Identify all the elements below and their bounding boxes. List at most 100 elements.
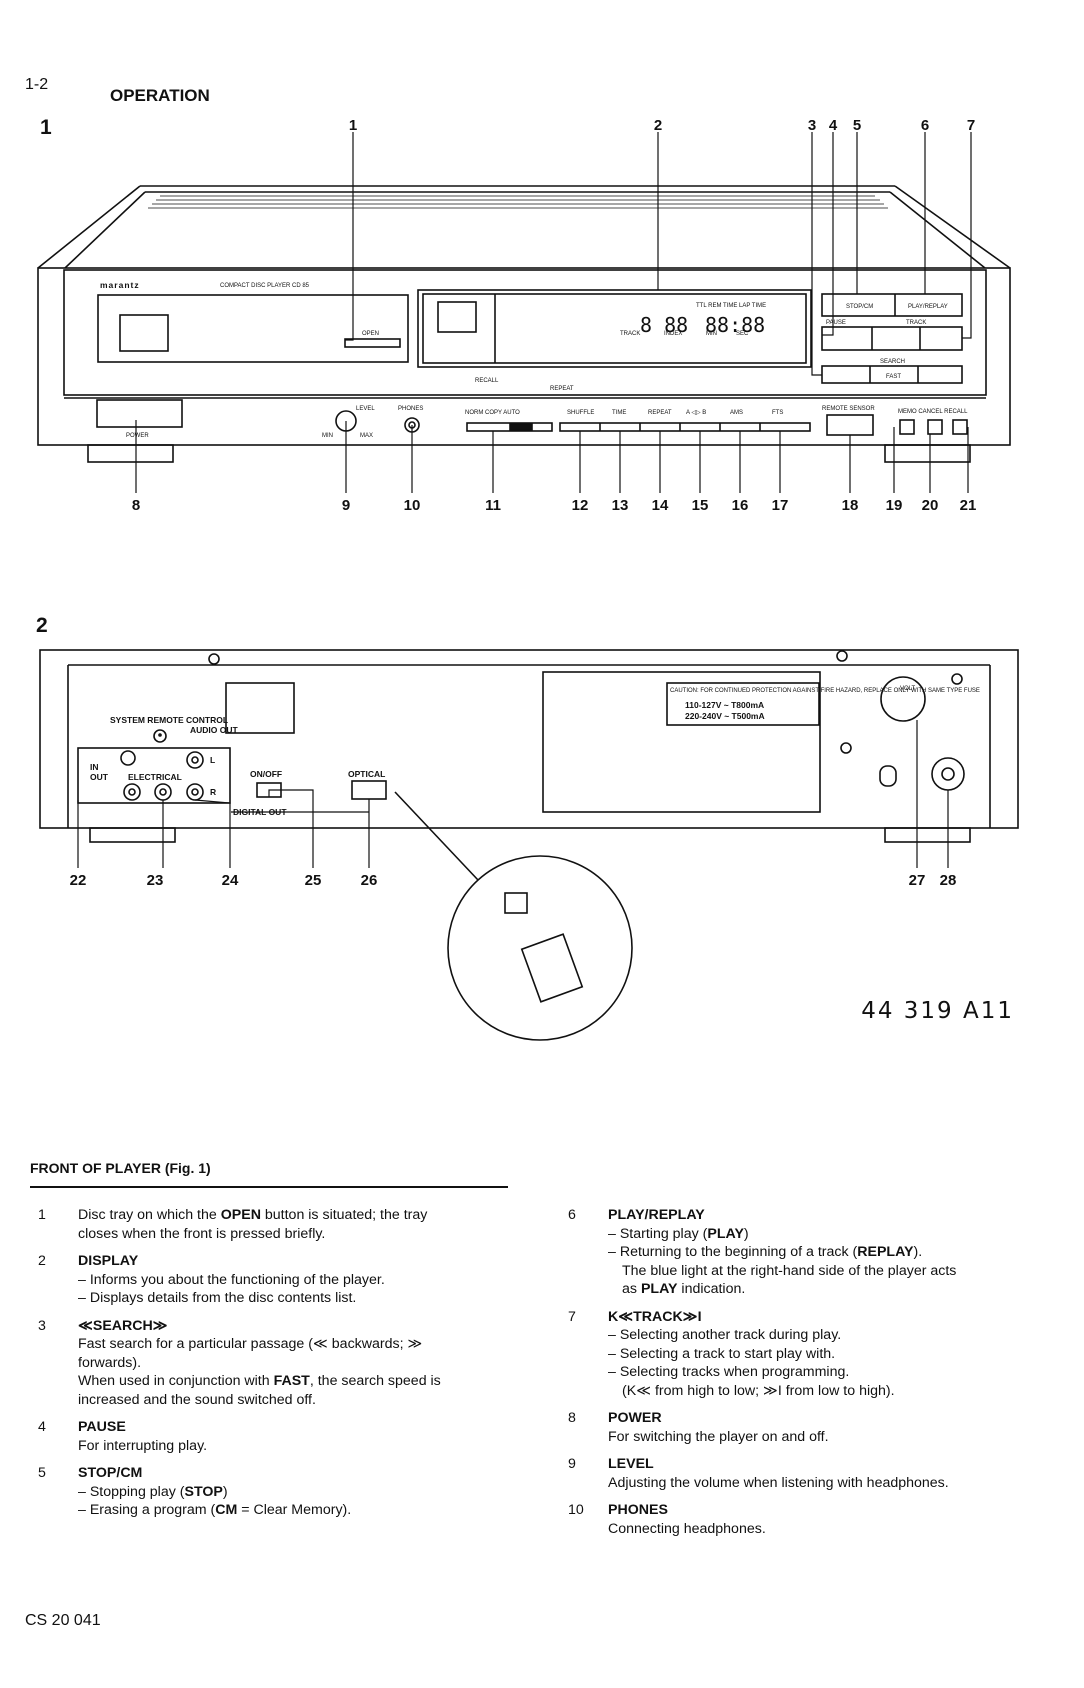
panel-brand: marantz [100,280,140,290]
callout-22: 22 [70,872,87,889]
item-text-line: – Informs you about the functioning of t… [78,1271,513,1290]
item-text: – Erasing a program ( [78,1502,216,1518]
panel-model: COMPACT DISC PLAYER CD 85 [220,283,310,289]
title-rule [30,1186,508,1188]
item-number: 3 [38,1317,46,1334]
item-text: The blue light at the right-hand side of… [622,1262,957,1279]
panel-button-label: AMS [730,410,743,416]
panel-display-sec: SEC [736,331,749,337]
item-text: , the search speed is [309,1373,441,1389]
item-text: For switching the player on and off. [608,1428,829,1445]
panel-display-track: TRACK [620,331,640,337]
callout-8: 8 [132,497,140,514]
item-text-bold: CM [215,1502,238,1518]
callout-25: 25 [305,872,322,889]
item-text-line: Adjusting the volume when listening with… [608,1474,1048,1493]
panel-track: TRACK [906,320,926,326]
panel-play-replay: PLAY/REPLAY [908,304,948,310]
callout-21: 21 [960,497,977,514]
item-text-line: as PLAY indication. [608,1280,1048,1299]
item-text-line: closes when the front is pressed briefly… [78,1225,513,1244]
item-text: ) [743,1225,749,1242]
item-number: 1 [38,1207,46,1223]
description-item: 8 POWER For switching the player on and of… [568,1409,1048,1446]
item-text-line: – Returning to the beginning of a track … [608,1243,1048,1262]
rear-fuse-1: 110-127V ~ T800mA [685,700,764,710]
panel-max: MAX [360,433,373,439]
item-text: – Selecting tracks when programming. [608,1364,850,1380]
item-text: Disc tray on which the [78,1207,221,1223]
item-heading: ≪SEARCH≫ [78,1317,168,1334]
callout-23: 23 [147,872,164,889]
front-of-player-title: FRONT OF PLAYER (Fig. 1) [30,1160,211,1176]
item-text-line: Fast search for a particular passage (≪ … [78,1335,513,1354]
item-text: increased and the sound switched off. [78,1391,316,1408]
item-text-bold: STOP [184,1483,223,1500]
figure-1-front-panel: 8 88 88:88 marantz COMPACT DISC PLAYER C… [37,117,1011,514]
item-number: 7 [568,1308,576,1325]
item-text-line: – Erasing a program (CM = Clear Memory). [78,1501,513,1520]
panel-phones: PHONES [398,406,423,412]
panel-power: POWER [126,433,149,439]
callout-13: 13 [612,497,629,514]
panel-remote-sensor: REMOTE SENSOR [822,406,875,412]
rear-audio-out: AUDIO OUT [190,725,239,735]
page-number: 1-2 [25,76,49,93]
item-text-line: – Displays details from the disc content… [78,1289,513,1308]
item-text: – Returning to the beginning of a track … [608,1244,858,1260]
rear-digital-out: DIGITAL OUT [233,807,287,817]
item-text-line: forwards). [78,1354,513,1373]
item-number: 6 [568,1207,576,1223]
panel-memo-cancel-recall: MEMO CANCEL RECALL [898,409,968,415]
rear-optical: OPTICAL [348,769,385,779]
item-text-bold: REPLAY [857,1244,914,1260]
callout-14: 14 [652,497,669,514]
item-text: When used in conjunction with [78,1373,274,1389]
callout-11: 11 [485,497,501,514]
callout-5: 5 [853,117,861,134]
item-text-line: (K≪ from high to low; ≫I from low to hig… [608,1382,1048,1401]
item-text-line: For interrupting play. [78,1437,513,1456]
callout-3: 3 [808,117,816,134]
panel-button-label: FTS [772,410,783,416]
svg-text:88:88: 88:88 [705,313,765,337]
description-item: 3 ≪SEARCH≫Fast search for a particular pa… [38,1317,513,1410]
callout-19: 19 [886,497,903,514]
rear-system-remote-control: SYSTEM REMOTE CONTROL [110,715,228,725]
callout-16: 16 [732,497,749,514]
item-heading: POWER [608,1410,662,1426]
callout-18: 18 [842,497,859,514]
item-text: Connecting headphones. [608,1520,766,1537]
figure-1-label: 1 [40,116,52,139]
item-text-line: – Starting play (PLAY) [608,1225,1048,1244]
figure-2-rear-panel: SYSTEM REMOTE CONTROL AUDIO OUT IN OUT E… [39,649,1019,1041]
item-text: = Clear Memory). [237,1502,352,1518]
item-text: ) [222,1483,228,1500]
item-text: – Selecting a track to start play with. [608,1345,836,1362]
item-text-line: – Selecting tracks when programming. [608,1363,1048,1382]
callout-24: 24 [222,872,239,889]
page-footer: CS 20 041 [25,1612,101,1629]
item-heading: K≪TRACK≫I [608,1308,702,1325]
item-number: 4 [38,1419,46,1435]
item-number: 8 [568,1410,576,1426]
item-text: (K≪ from high to low; ≫I from low to hig… [622,1382,895,1399]
description-item: 7 K≪TRACK≫I– Selecting another track duri… [568,1308,1048,1401]
callout-26: 26 [361,872,378,889]
rear-on-off: ON/OFF [250,769,282,779]
item-text-line: When used in conjunction with FAST, the … [78,1372,513,1391]
item-text-line: – Selecting another track during play. [608,1326,1048,1345]
item-number: 2 [38,1253,46,1269]
panel-recall: RECALL [475,378,499,384]
item-text-bold: FAST [273,1373,310,1389]
item-heading: LEVEL [608,1456,654,1472]
